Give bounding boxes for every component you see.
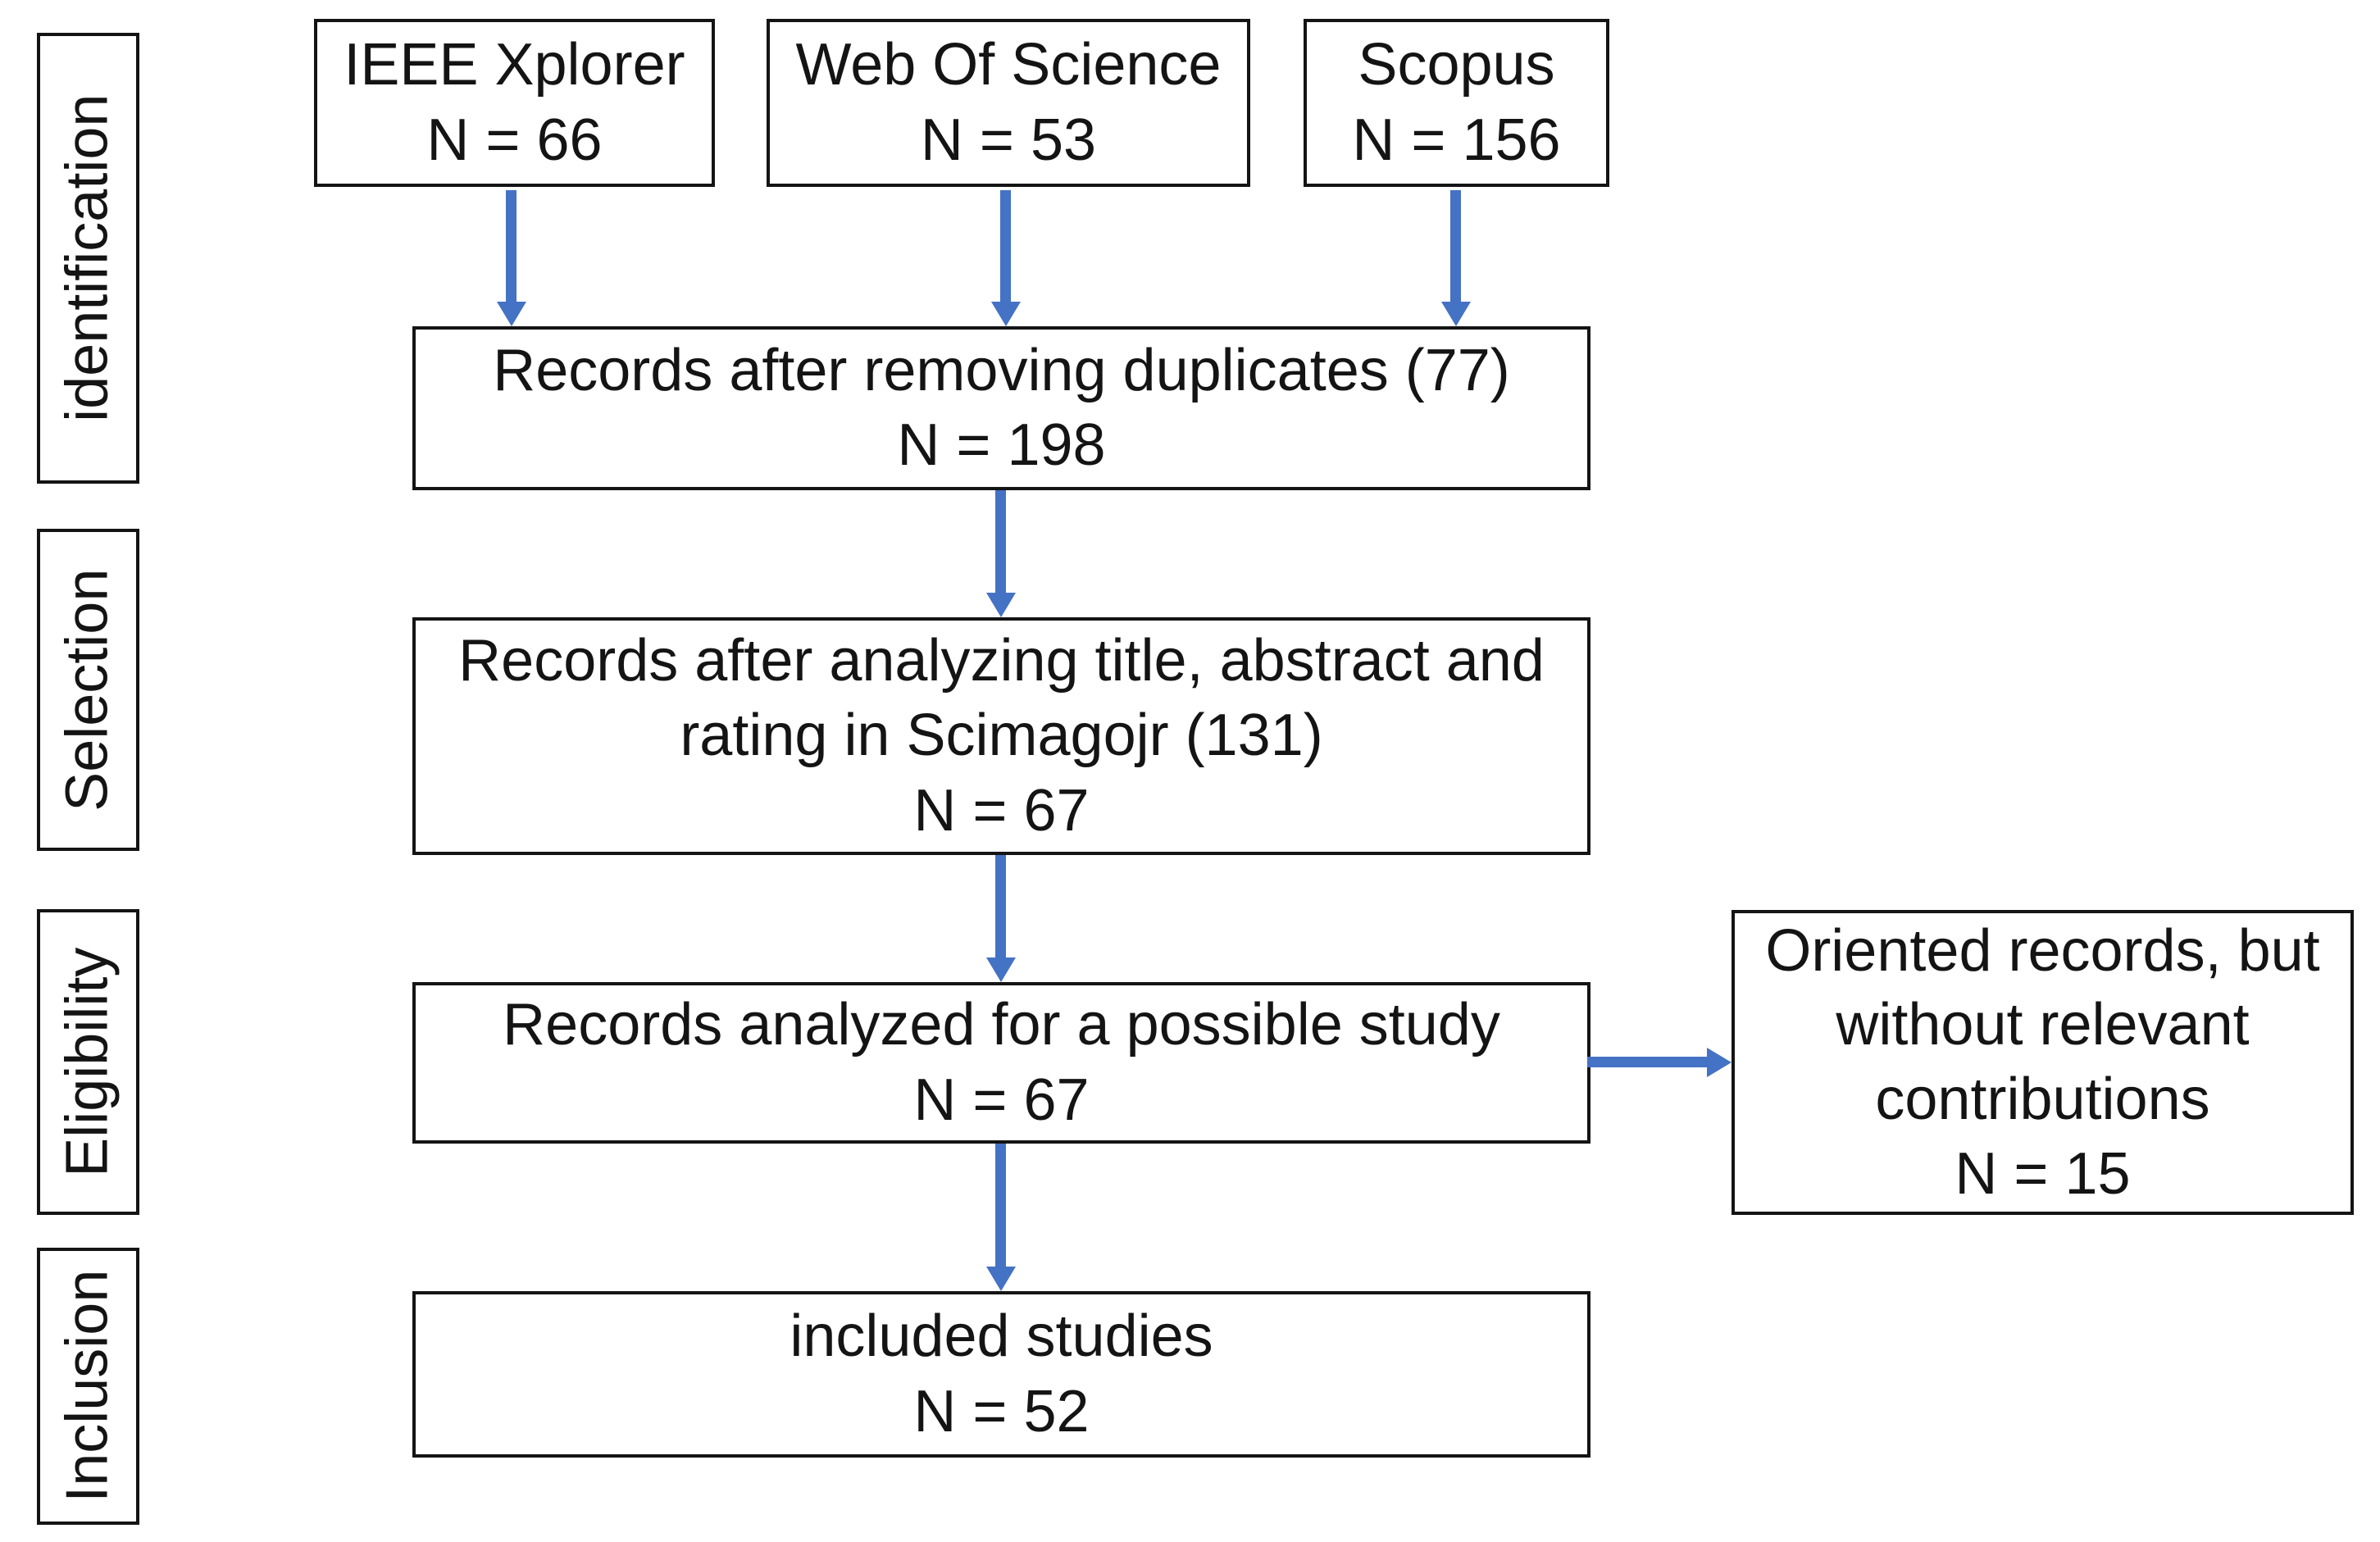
arrow-shaft	[995, 490, 1006, 594]
phase-label-eligibility: Eligibility	[54, 947, 121, 1177]
arrow-scopus-to-duplicates	[1441, 190, 1471, 326]
arrow-shaft	[1000, 190, 1011, 303]
arrow-head-down-icon	[497, 302, 526, 326]
excluded-text: Oriented records, but without relevant c…	[1765, 917, 2320, 1132]
arrow-analysis-to-included	[986, 1144, 1016, 1291]
arrow-head-down-icon	[1441, 302, 1471, 326]
phase-box-identification: identification	[37, 33, 139, 484]
arrow-head-right-icon	[1707, 1048, 1732, 1077]
stage-count: N = 198	[897, 412, 1106, 478]
source-count: N = 66	[426, 107, 603, 173]
arrow-head-down-icon	[986, 957, 1016, 982]
phase-label-identification: identification	[54, 93, 121, 423]
stage-text: Records after analyzing title, abstract …	[458, 627, 1545, 769]
source-name: Web Of Science	[795, 32, 1222, 98]
arrow-wos-to-duplicates	[991, 190, 1021, 326]
stage-count: N = 67	[913, 777, 1090, 844]
arrow-head-down-icon	[986, 1267, 1016, 1291]
stage-text: Records analyzed for a possible study	[503, 992, 1500, 1058]
arrow-duplicates-to-screening	[986, 490, 1016, 617]
source-box-ieee-xplorer: IEEE Xplorer N = 66	[314, 19, 715, 187]
stage-box-title-abstract-screening: Records after analyzing title, abstract …	[412, 617, 1590, 855]
phase-label-selection: Selection	[54, 568, 121, 812]
source-name: IEEE Xplorer	[344, 32, 685, 98]
arrow-shaft	[1587, 1057, 1709, 1067]
stage-count: N = 52	[913, 1378, 1090, 1444]
excluded-count: N = 15	[1955, 1140, 2131, 1207]
source-box-web-of-science: Web Of Science N = 53	[767, 19, 1250, 187]
arrow-head-down-icon	[991, 302, 1021, 326]
stage-box-full-analysis: Records analyzed for a possible study N …	[412, 982, 1590, 1144]
arrow-screening-to-analysis	[986, 855, 1016, 982]
stage-box-included-studies: included studies N = 52	[412, 1291, 1590, 1458]
stage-text: Records after removing duplicates (77)	[493, 337, 1510, 403]
stage-text: included studies	[790, 1303, 1213, 1370]
arrow-shaft	[506, 190, 517, 303]
phase-box-inclusion: Inclusion	[37, 1248, 139, 1525]
arrow-shaft	[1450, 190, 1461, 303]
source-count: N = 53	[920, 107, 1097, 173]
arrow-shaft	[995, 855, 1006, 959]
excluded-records-box: Oriented records, but without relevant c…	[1732, 910, 2354, 1215]
source-box-scopus: Scopus N = 156	[1304, 19, 1609, 187]
source-count: N = 156	[1352, 107, 1561, 173]
stage-count: N = 67	[913, 1067, 1090, 1133]
phase-box-eligibility: Eligibility	[37, 909, 139, 1215]
arrow-ieee-to-duplicates	[497, 190, 526, 326]
arrow-shaft	[995, 1144, 1006, 1268]
arrow-head-down-icon	[986, 593, 1016, 617]
phase-label-inclusion: Inclusion	[54, 1269, 121, 1503]
arrow-analysis-to-excluded	[1587, 1048, 1732, 1077]
phase-box-selection: Selection	[37, 529, 139, 851]
stage-box-duplicates-removed: Records after removing duplicates (77) N…	[412, 326, 1590, 490]
source-name: Scopus	[1358, 32, 1555, 98]
